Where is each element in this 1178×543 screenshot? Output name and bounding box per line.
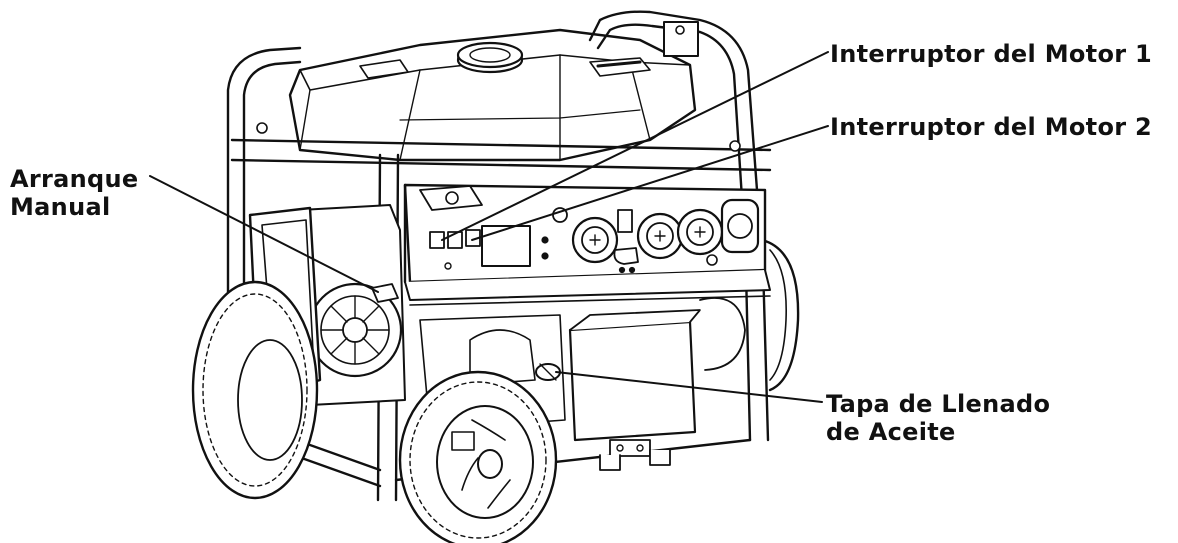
control-panel — [403, 183, 771, 306]
outlet-3 — [676, 208, 724, 256]
outlet-2 — [636, 212, 684, 260]
leader-oil-fill-cap — [555, 371, 823, 403]
front-wheel — [398, 370, 558, 543]
outlet-1 — [571, 216, 619, 264]
display-window — [481, 225, 531, 267]
label-engine-switch-2-text: Interruptor del Motor 2 — [830, 113, 1153, 141]
leader-manual-start — [149, 175, 379, 293]
callout-leaders — [149, 51, 829, 403]
label-oil-fill-cap: Tapa de Llenado de Aceite — [826, 390, 1050, 446]
recoil-handle — [371, 283, 399, 303]
label-engine-switch-1: Interruptor del Motor 1 — [830, 40, 1152, 68]
label-engine-switch-1-text: Interruptor del Motor 1 — [830, 40, 1153, 68]
label-manual-start: Arranque Manual — [10, 165, 138, 221]
label-oil-fill-cap-line-1: Tapa de Llenado — [826, 390, 1051, 418]
outlet-4 — [720, 198, 760, 254]
leader-engine-switch-2 — [471, 125, 829, 241]
label-oil-fill-cap-line-2: de Aceite — [826, 418, 956, 446]
rear-right-wheel — [760, 238, 800, 392]
support-feet — [599, 449, 671, 471]
fuel-tank-housing — [288, 28, 697, 162]
engine-block — [294, 204, 406, 406]
remote-fob — [419, 185, 483, 211]
left-front-wheel — [191, 280, 319, 500]
label-manual-start-line-2: Manual — [10, 193, 111, 221]
tubular-frame — [226, 10, 772, 502]
label-manual-start-line-1: Arranque — [10, 165, 139, 193]
label-engine-switch-2: Interruptor del Motor 2 — [830, 113, 1152, 141]
leader-engine-switch-1 — [441, 51, 829, 241]
battery-box — [568, 309, 701, 457]
